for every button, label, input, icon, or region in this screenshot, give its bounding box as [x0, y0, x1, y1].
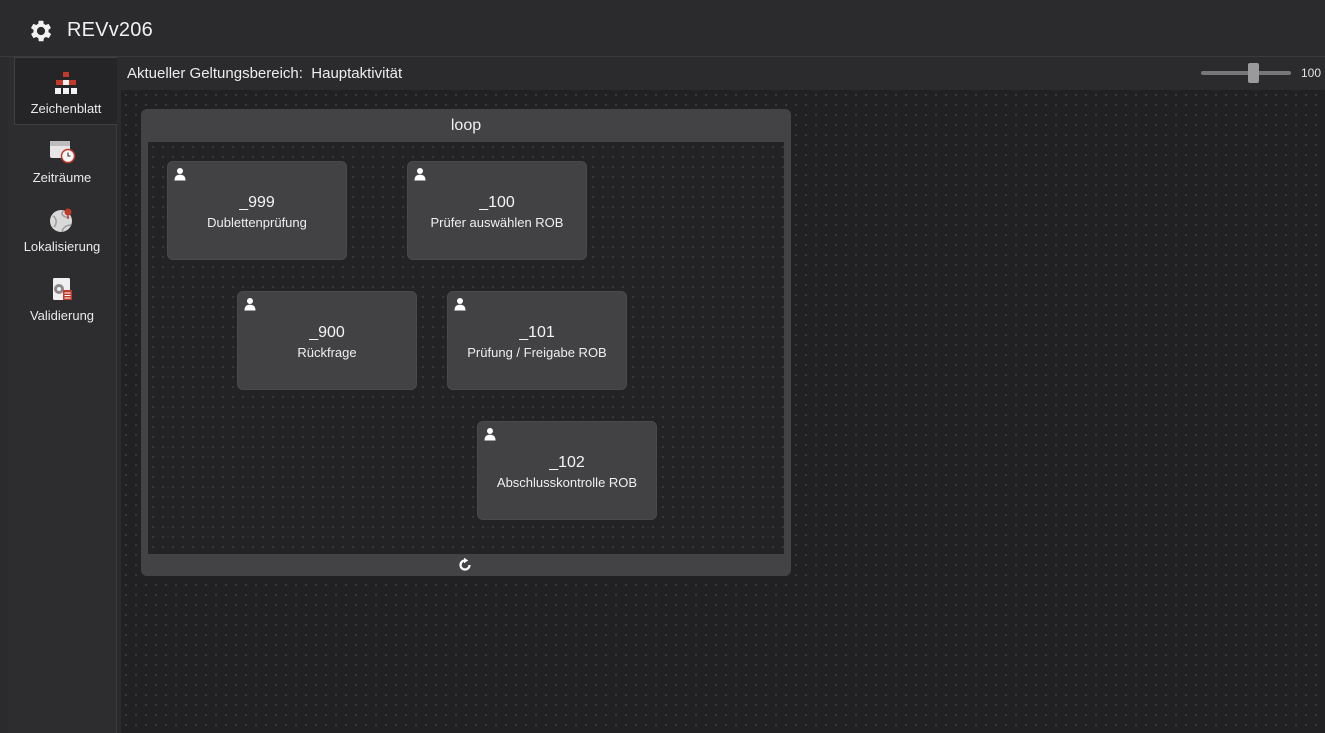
zoom-value: 100 — [1301, 66, 1322, 80]
sidebar-item-label: Validierung — [29, 308, 95, 323]
gear-icon[interactable] — [27, 17, 55, 45]
scope-bar: Aktueller Geltungsbereich: Hauptaktivitä… — [121, 58, 1325, 89]
node-label: Prüfer auswählen ROB — [430, 215, 564, 230]
activity-node[interactable]: _999 Dublettenprüfung — [167, 161, 347, 260]
node-label: Prüfung / Freigabe ROB — [467, 345, 607, 360]
node-id: _999 — [239, 194, 275, 211]
org-chart-icon — [55, 72, 77, 94]
user-icon — [414, 168, 426, 181]
sidebar: Zeichenblatt Zeiträume Lokalisierung Val… — [8, 57, 117, 733]
refresh-icon[interactable] — [457, 557, 473, 573]
globe-pin-icon — [50, 208, 72, 233]
node-label: Abschlusskontrolle ROB — [496, 475, 638, 490]
title-bar: REVv206 — [0, 0, 1325, 57]
app-title: REVv206 — [67, 19, 153, 41]
scope-label: Aktueller Geltungsbereich: Hauptaktivitä… — [127, 65, 403, 82]
zoom-slider-thumb[interactable] — [1248, 63, 1259, 83]
node-id: _100 — [479, 194, 515, 211]
divider — [0, 56, 1325, 57]
node-id: _101 — [519, 324, 555, 341]
validation-doc-icon — [53, 278, 72, 300]
zoom-slider-track[interactable] — [1201, 71, 1291, 75]
user-icon — [174, 168, 186, 181]
sidebar-item-validierung[interactable]: Validierung — [8, 265, 116, 331]
user-icon — [244, 298, 256, 311]
sidebar-item-zeichenblatt[interactable]: Zeichenblatt — [14, 57, 117, 125]
activity-node[interactable]: _101 Prüfung / Freigabe ROB — [447, 291, 627, 390]
sidebar-item-label: Lokalisierung — [23, 239, 101, 254]
node-label: Rückfrage — [297, 345, 357, 360]
node-label: Dublettenprüfung — [207, 215, 307, 230]
node-id: _102 — [549, 454, 585, 471]
node-id: _900 — [309, 324, 345, 341]
activity-node[interactable]: _100 Prüfer auswählen ROB — [407, 161, 587, 260]
user-icon — [454, 298, 466, 311]
user-icon — [484, 428, 496, 441]
sidebar-item-label: Zeichenblatt — [30, 101, 102, 116]
activity-node[interactable]: _900 Rückfrage — [237, 291, 417, 390]
loop-title: loop — [450, 117, 482, 134]
activity-node[interactable]: _102 Abschlusskontrolle ROB — [477, 421, 657, 520]
sidebar-item-lokalisierung[interactable]: Lokalisierung — [8, 196, 116, 262]
calendar-clock-icon — [50, 141, 76, 164]
sidebar-item-zeitraeume[interactable]: Zeiträume — [8, 127, 116, 193]
sidebar-item-label: Zeiträume — [32, 170, 92, 185]
